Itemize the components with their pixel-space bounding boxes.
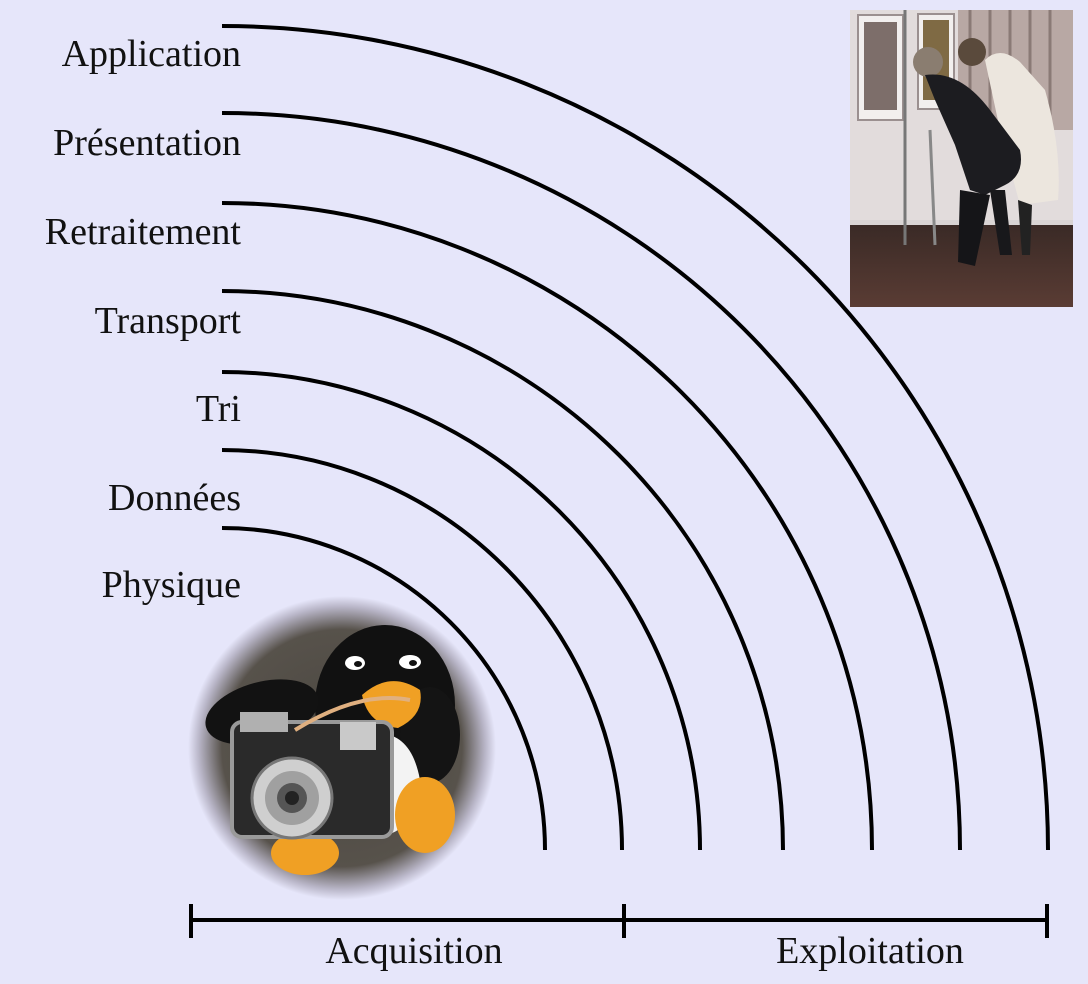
layer-label-retraitement: Retraitement bbox=[45, 211, 242, 253]
layer-labels: Application Présentation Retraitement Tr… bbox=[45, 33, 242, 606]
layer-label-transport: Transport bbox=[95, 300, 242, 342]
layer-label-donnees: Données bbox=[108, 477, 241, 519]
phase-label-exploitation: Exploitation bbox=[776, 930, 964, 972]
layer-label-application: Application bbox=[62, 33, 241, 75]
phase-label-acquisition: Acquisition bbox=[325, 930, 502, 972]
layer-label-physique: Physique bbox=[102, 564, 241, 606]
exhibition-photo bbox=[850, 10, 1073, 307]
layer-label-tri: Tri bbox=[196, 388, 241, 430]
penguin-camera-photo bbox=[188, 596, 496, 900]
phase-axis: Acquisition Exploitation bbox=[191, 904, 1047, 972]
layer-label-presentation: Présentation bbox=[53, 122, 241, 164]
